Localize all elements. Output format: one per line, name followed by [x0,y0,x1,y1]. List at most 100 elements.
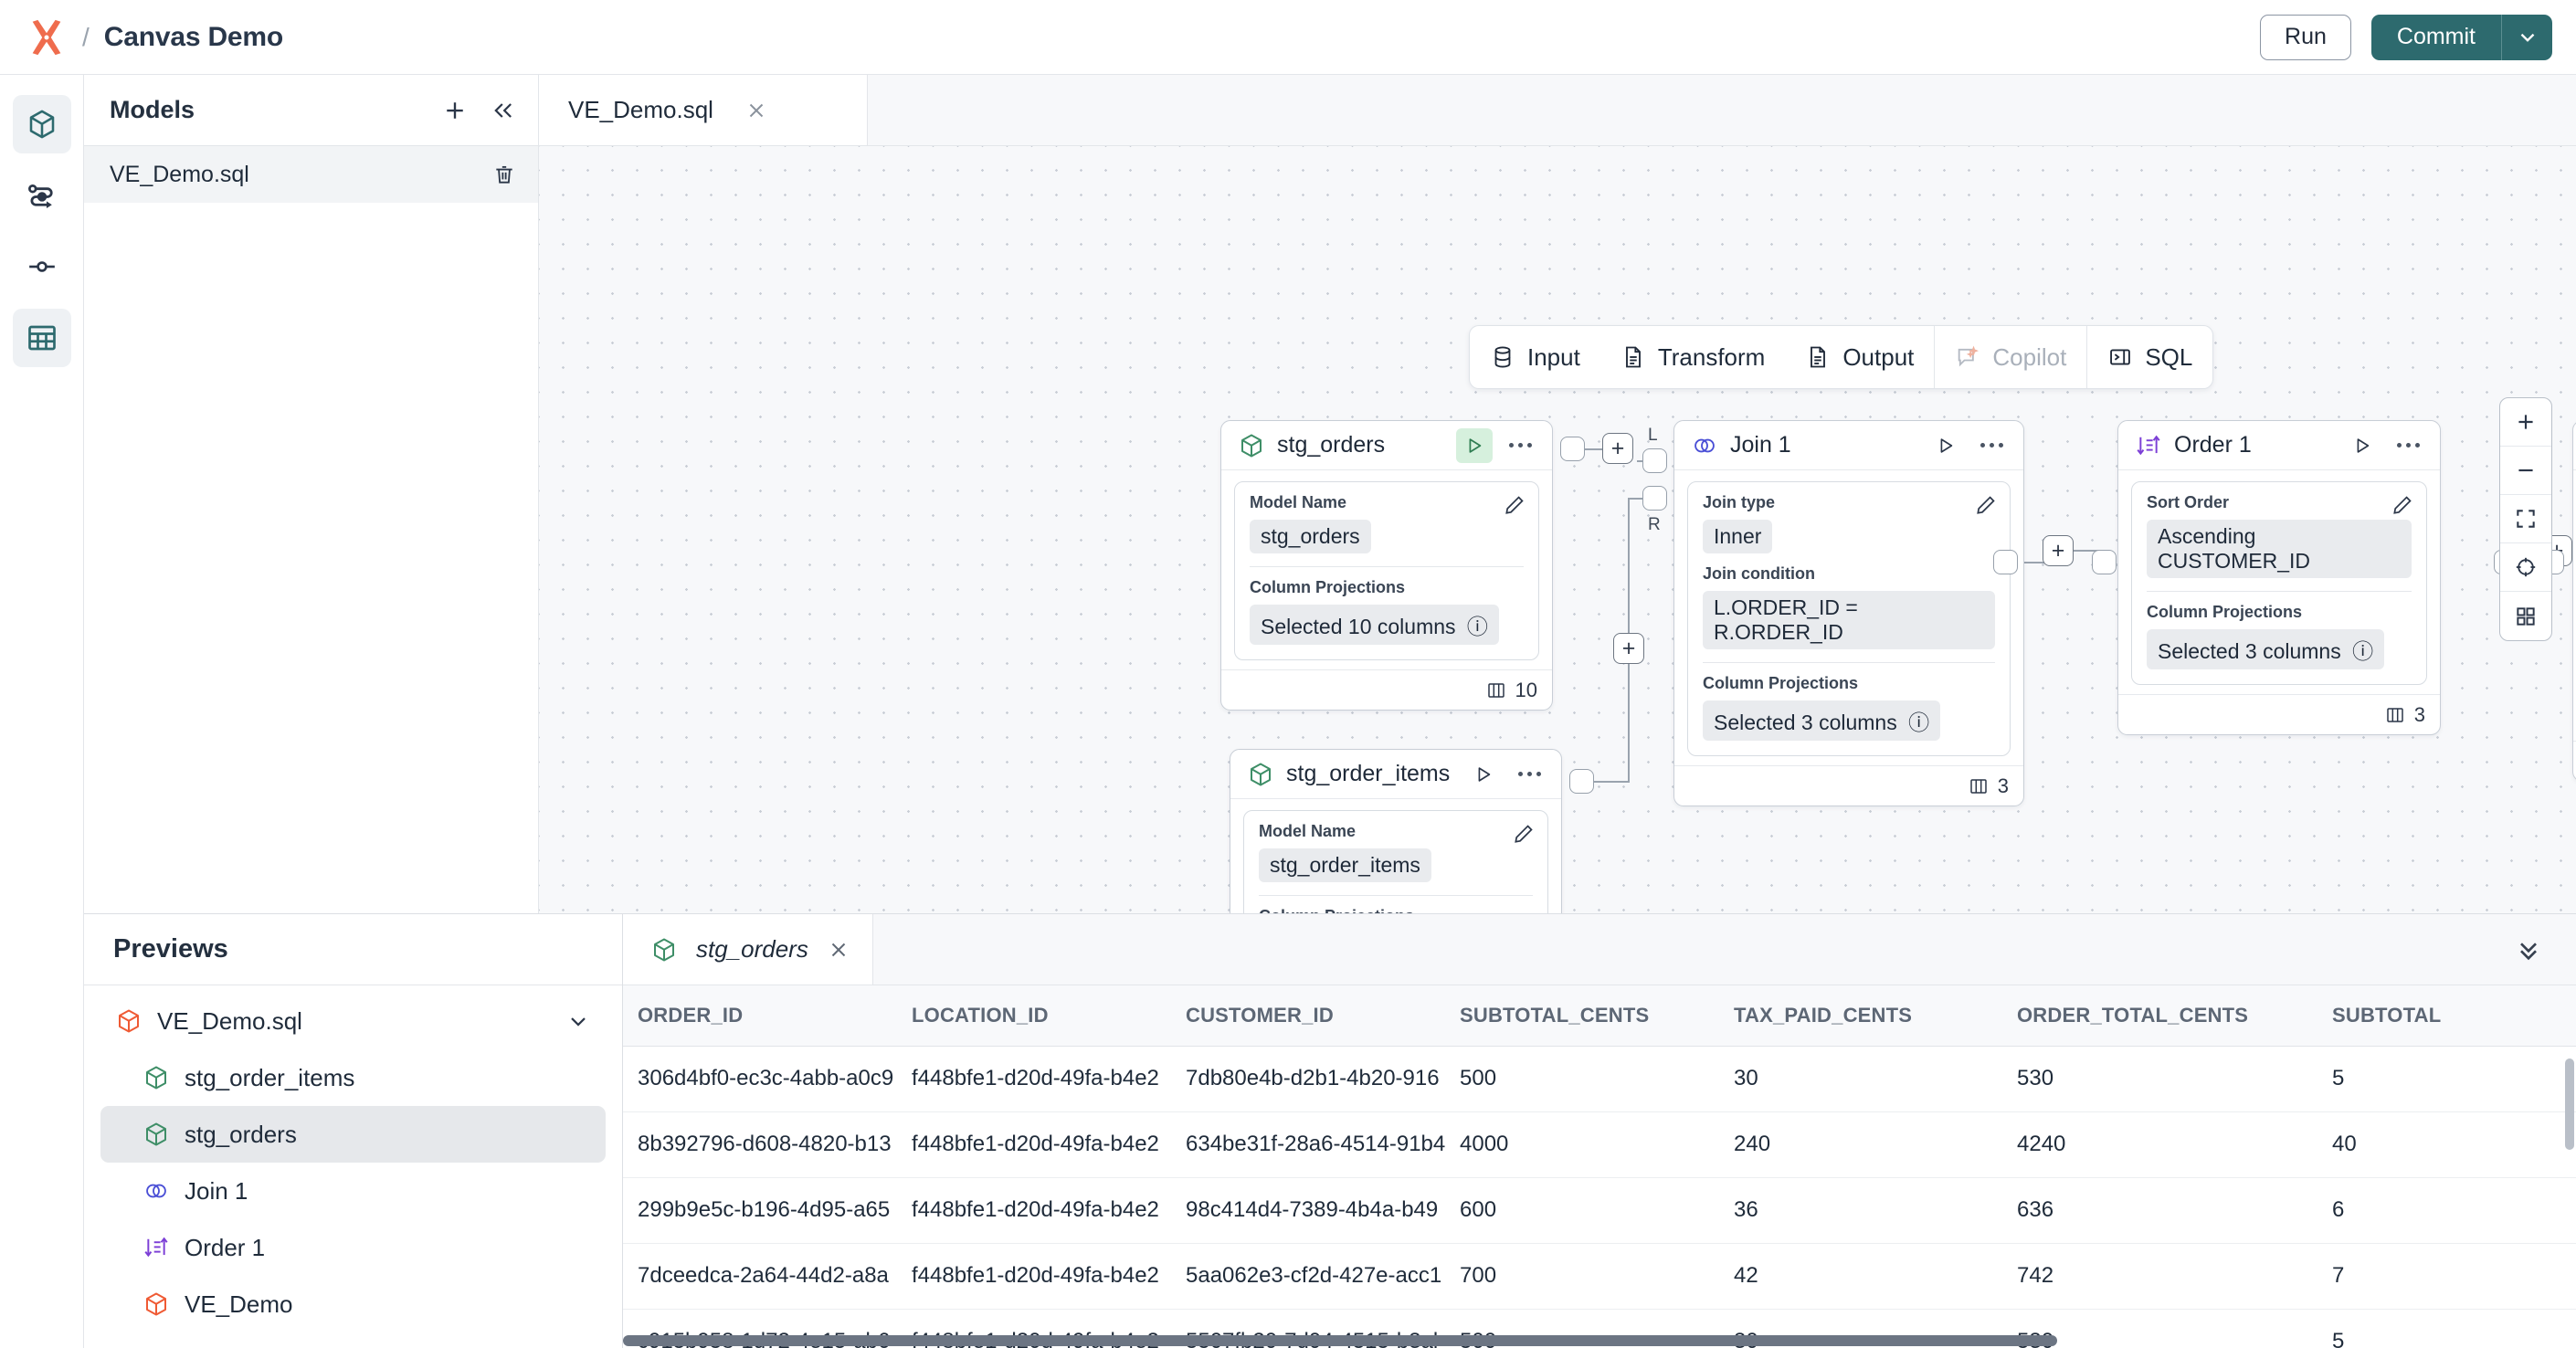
input-handle-join-right[interactable] [1642,486,1667,511]
rail-item-flows[interactable] [13,166,71,225]
node-stg-order-items[interactable]: stg_order_items [1230,749,1562,913]
tree-item-join-1[interactable]: Join 1 [100,1163,606,1219]
close-editor-tab-button[interactable] [744,99,768,122]
toolbar-item-transform[interactable]: Transform [1600,326,1786,388]
fit-view-button[interactable] [2500,495,2551,543]
property-value[interactable]: Ascending CUSTOMER_ID [2147,520,2412,578]
vertical-scrollbar[interactable] [2565,1058,2574,1150]
pipeline-icon [27,184,53,209]
tree-expand-toggle[interactable] [565,1008,591,1034]
node-ve-demo[interactable]: VE_Demo [2572,420,2576,782]
info-icon[interactable]: ⓘ [1466,615,1488,638]
rail-item-models[interactable] [12,95,71,153]
info-icon[interactable]: ⓘ [2352,639,2374,663]
table-row[interactable]: 7dceedca-2a64-44d2-a8a f448bfe1-d20d-49f… [623,1243,2576,1310]
property-value[interactable]: Selected 10 columns ⓘ [1250,605,1499,645]
edit-node-button[interactable] [1512,822,1536,850]
add-node-on-edge-button-b[interactable]: + [1613,633,1644,664]
output-handle-stg-order-items[interactable] [1569,769,1594,794]
divider [1259,895,1533,896]
zoom-in-button[interactable] [2500,398,2551,447]
commit-button[interactable]: Commit [2370,14,2501,60]
table-row[interactable]: 306d4bf0-ec3c-4abb-a0c9 f448bfe1-d20d-49… [623,1046,2576,1112]
tree-item-label: stg_orders [185,1120,297,1148]
rail-item-connections[interactable] [13,237,71,296]
page-title: Canvas Demo [103,21,283,52]
cube-icon-green [1251,763,1271,785]
column-header-order-total-cents[interactable]: ORDER_TOTAL_CENTS [2002,985,2317,1047]
add-node-on-edge-button-c[interactable]: + [2043,535,2074,566]
run-node-button[interactable] [2344,428,2381,463]
column-header-tax-paid-cents[interactable]: TAX_PAID_CENTS [1719,985,2002,1047]
run-node-button[interactable] [1456,427,1493,463]
property-value[interactable]: Selected 3 columns ⓘ [2147,629,2385,669]
run-node-button[interactable] [1465,757,1502,792]
info-icon[interactable]: ⓘ [1908,711,1930,734]
node-stg-orders[interactable]: stg_orders [1220,420,1553,711]
delete-model-button[interactable] [492,163,516,186]
minimap-button[interactable] [2500,592,2551,640]
tree-item-ve-demo-sql[interactable]: VE_Demo.sql [100,993,606,1049]
collapse-models-panel-button[interactable] [491,98,516,123]
property-value[interactable]: L.ORDER_ID = R.ORDER_ID [1703,591,1995,649]
node-menu-button[interactable] [1973,437,2011,453]
edit-node-button[interactable] [2391,493,2414,521]
node-menu-button[interactable] [2390,437,2427,453]
rail-item-tables[interactable] [12,309,71,367]
property-value[interactable]: stg_order_items [1259,848,1431,882]
property-value[interactable]: Inner [1703,520,1773,553]
node-order-1[interactable]: Order 1 [2117,420,2441,735]
tree-item-order-1[interactable]: Order 1 [100,1219,606,1276]
flow-canvas[interactable]: Input Transform [539,146,2576,913]
table-row[interactable]: 299b9e5c-b196-4d95-a65 f448bfe1-d20d-49f… [623,1177,2576,1244]
node-properties: Join type Inner Join condition L.ORDER_I… [1687,481,2011,756]
add-model-button[interactable] [441,97,469,124]
tree-item-stg-order-items[interactable]: stg_order_items [100,1049,606,1106]
input-handle-join-left[interactable] [1642,448,1667,473]
node-menu-button[interactable] [1502,437,1539,453]
table-cell: 530 [2002,1046,2317,1112]
add-node-on-edge-button-a[interactable]: + [1602,433,1633,464]
edit-node-button[interactable] [1974,493,1998,521]
property-label: Model Name [1259,822,1357,840]
column-header-order-id[interactable]: ORDER_ID [623,985,897,1047]
run-button[interactable]: Run [2260,14,2351,60]
node-menu-button[interactable] [1511,766,1548,782]
preview-tab-stg-orders[interactable]: stg_orders [623,914,873,985]
table-cell: 299b9e5c-b196-4d95-a65 [623,1177,897,1244]
tree-item-stg-orders[interactable]: stg_orders [100,1106,606,1163]
editor-tab-ve-demo[interactable]: VE_Demo.sql [539,75,868,145]
table-row[interactable]: 8b392796-d608-4820-b13 f448bfe1-d20d-49f… [623,1111,2576,1178]
table-cell: 42 [1719,1243,2002,1310]
node-join-1[interactable]: Join 1 [1673,420,2024,806]
column-header-location-id[interactable]: LOCATION_ID [897,985,1171,1047]
close-preview-tab-button[interactable] [827,938,850,962]
main-column: Models [84,75,2576,1348]
x-logo-icon[interactable] [26,16,68,58]
zoom-out-button[interactable] [2500,447,2551,495]
toolbar-item-sql[interactable]: SQL [2086,326,2212,388]
property-value[interactable]: Selected 3 columns ⓘ [1703,700,1941,741]
model-list-item-label: VE_Demo.sql [110,161,249,187]
column-header-subtotal[interactable]: SUBTOTAL [2317,985,2576,1047]
play-icon [2357,437,2370,453]
table-cell: 4240 [2002,1111,2317,1178]
horizontal-scrollbar[interactable] [623,1335,2057,1346]
toolbar-item-input[interactable]: Input [1470,326,1600,388]
model-list-item[interactable]: VE_Demo.sql [84,146,538,203]
input-handle-order[interactable] [2092,550,2117,574]
collapse-previews-button[interactable] [2514,935,2543,964]
tree-item-ve-demo[interactable]: VE_Demo [100,1276,606,1332]
preview-table-container[interactable]: ORDER_ID LOCATION_ID CUSTOMER_ID SUBTOTA… [623,985,2576,1348]
output-handle-join[interactable] [1993,550,2018,574]
toolbar-item-output[interactable]: Output [1785,326,1934,388]
property-value[interactable]: stg_orders [1250,520,1371,553]
commit-dropdown-button[interactable] [2501,14,2552,60]
output-handle-stg-orders[interactable] [1560,437,1585,461]
recenter-button[interactable] [2500,543,2551,592]
column-header-subtotal-cents[interactable]: SUBTOTAL_CENTS [1445,985,1719,1047]
column-header-customer-id[interactable]: CUSTOMER_ID [1171,985,1445,1047]
cube-icon-orange [146,1292,166,1316]
run-node-button[interactable] [1927,428,1964,463]
edit-node-button[interactable] [1503,493,1526,521]
